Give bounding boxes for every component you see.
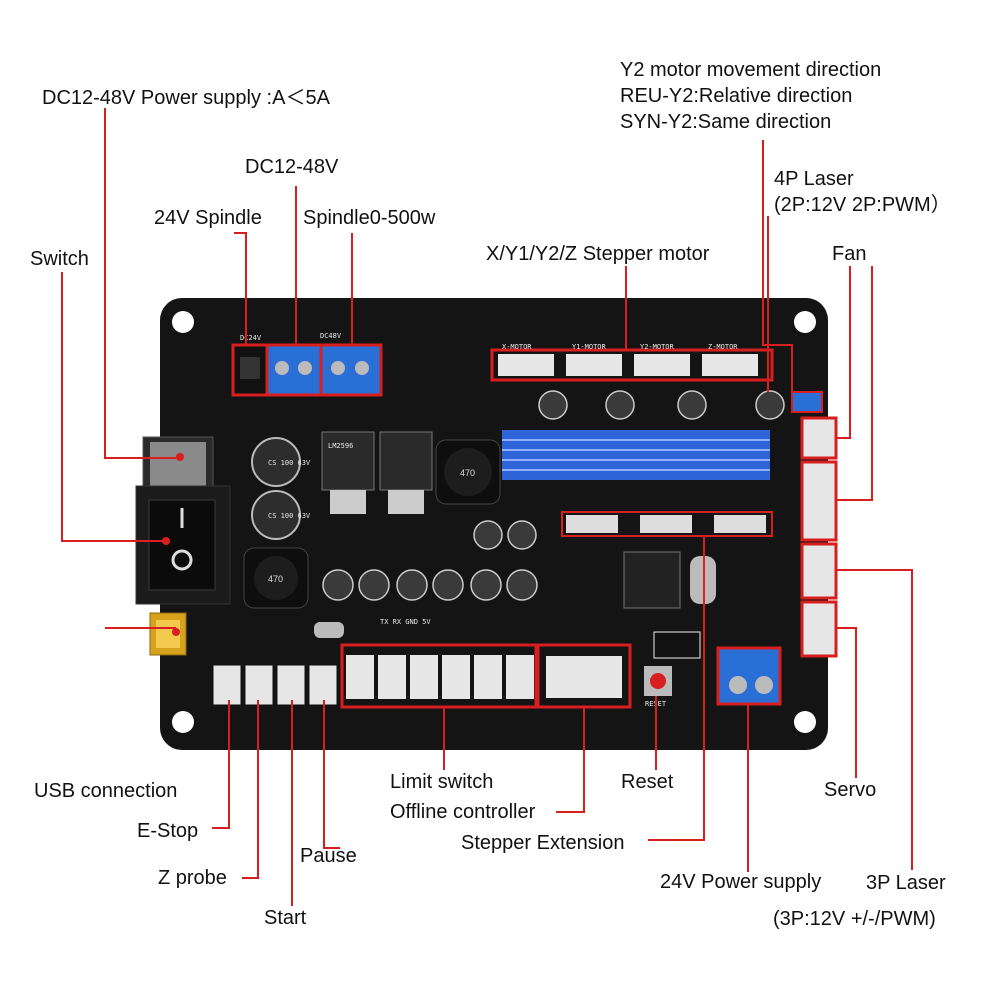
leader-lines	[61, 108, 913, 906]
silk-z-motor: Z-MOTOR	[708, 343, 738, 351]
silk-y1-motor: Y1-MOTOR	[572, 343, 607, 351]
label-24v-spindle: 24V Spindle	[154, 207, 262, 229]
silk-x-motor: X-MOTOR	[502, 343, 532, 351]
label-fan: Fan	[832, 243, 867, 265]
label-zprobe: Z probe	[158, 867, 227, 889]
motor-headers: X-MOTOR Y1-MOTOR Y2-MOTOR Z-MOTOR	[490, 343, 774, 382]
label-24v-power-supply: 24V Power supply	[660, 871, 822, 893]
label-estop: E-Stop	[137, 820, 199, 842]
label-4p-laser-2: (2P:12V 2P:PWM）	[774, 194, 951, 216]
cap-top-label: CS 100 63V	[268, 459, 311, 467]
label-switch: Switch	[30, 248, 89, 270]
silk-dc48v: DC48V	[320, 332, 342, 340]
label-dc12-48v: DC12-48V	[245, 156, 339, 178]
label-stepper-extension: Stepper Extension	[461, 832, 625, 854]
regulator-label: LM2596	[328, 442, 353, 450]
mcu-chip	[314, 551, 716, 638]
mounting-holes	[172, 311, 816, 733]
spindle-terminals: DC24V DC48V	[231, 332, 383, 397]
offline-controller-header	[536, 643, 632, 709]
label-power-supply-main: DC12-48V Power supply :A＜5A	[42, 87, 330, 109]
stepper-extension-headers	[561, 511, 773, 537]
silk-uart: TX RX GND 5V	[380, 618, 431, 626]
label-y2-direction-2: REU-Y2:Relative direction	[620, 85, 853, 107]
small-capacitors	[322, 390, 785, 601]
label-stepper-motor: X/Y1/Y2/Z Stepper motor	[486, 243, 710, 265]
inductor-top: 470	[435, 439, 501, 505]
label-pause: Pause	[300, 845, 357, 867]
label-3p-laser-2: (3P:12V +/-/PWM)	[773, 908, 936, 930]
label-start: Start	[264, 907, 307, 929]
label-3p-laser-1: 3P Laser	[866, 872, 946, 894]
label-limit-switch: Limit switch	[390, 771, 494, 793]
silk-y2-motor: Y2-MOTOR	[640, 343, 675, 351]
inductor-bottom: 470	[243, 547, 309, 609]
dc-jack	[142, 436, 214, 492]
heatsink	[502, 430, 770, 480]
label-y2-direction-1: Y2 motor movement direction	[620, 59, 882, 81]
label-offline-controller: Offline controller	[390, 801, 536, 823]
bottom-switch-headers	[212, 664, 338, 706]
label-spindle-500w: Spindle0-500w	[303, 207, 436, 229]
label-servo: Servo	[824, 779, 877, 801]
label-reset: Reset	[621, 771, 674, 793]
capacitor-top: CS 100 63V	[251, 437, 311, 487]
power-24v-terminal	[716, 646, 782, 706]
y2-jumper	[791, 391, 823, 413]
usb-connector	[149, 612, 187, 656]
cap-bottom-label: CS 100 63V	[268, 512, 311, 520]
label-y2-direction-3: SYN-Y2:Same direction	[620, 111, 832, 133]
regulator-chips: LM2596	[321, 431, 433, 514]
rocker-switch	[135, 485, 231, 605]
label-usb-connection: USB connection	[34, 780, 178, 802]
reset-button-part: RESET	[644, 631, 701, 708]
inductor-bottom-label: 470	[268, 574, 283, 584]
right-headers	[800, 416, 838, 658]
capacitor-bottom: CS 100 63V	[251, 490, 311, 540]
label-4p-laser-1: 4P Laser	[774, 168, 854, 190]
inductor-top-label: 470	[460, 468, 475, 478]
limit-switch-headers: TX RX GND 5V	[340, 618, 538, 709]
silk-dc24v: DC24V	[240, 334, 262, 342]
